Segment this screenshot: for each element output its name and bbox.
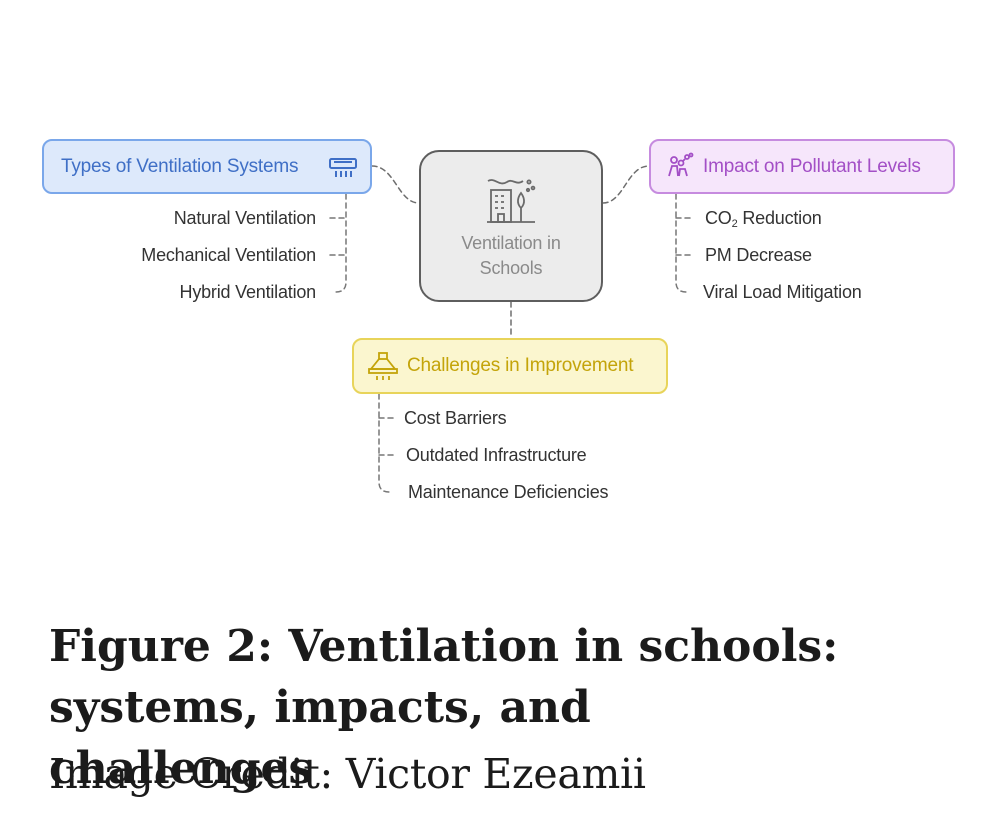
- leaf-co2-suffix: Reduction: [737, 208, 822, 228]
- mind-map: Types of Ventilation Systems Impact on P…: [42, 139, 955, 502]
- leaf-hybrid-ventilation: Hybrid Ventilation: [179, 282, 317, 302]
- node-impact-label: Impact on Pollutant Levels: [703, 155, 921, 177]
- node-challenges-in-improvement: Challenges in Improvement: [352, 338, 668, 394]
- leaf-co2-prefix: CO: [705, 208, 732, 228]
- node-types-label: Types of Ventilation Systems: [61, 155, 299, 177]
- leaf-co2-subscript: 2: [731, 218, 738, 230]
- node-types-of-ventilation-systems: Types of Ventilation Systems: [42, 139, 372, 194]
- exhaust-hood-icon: [367, 351, 399, 389]
- leaf-maintenance-deficiencies: Maintenance Deficiencies: [408, 482, 609, 502]
- leaf-co2-reduction: CO2 Reduction: [705, 207, 822, 235]
- figure-caption-title: Figure 2: Ventilation in schools: system…: [49, 616, 869, 799]
- connector-types-center: [371, 165, 420, 204]
- air-vent-icon: [328, 156, 358, 186]
- connector-impact-items: [675, 193, 693, 293]
- node-ventilation-in-schools: Ventilation in Schools: [419, 150, 603, 302]
- connector-challenges-items: [378, 393, 396, 493]
- figure-caption-text: Figure 2: Ventilation in schools: system…: [49, 621, 839, 794]
- image-credit: Image Credit: Victor Ezeamii: [49, 750, 646, 798]
- leaf-natural-ventilation: Natural Ventilation: [173, 208, 316, 228]
- leaf-pm-decrease: PM Decrease: [705, 245, 812, 265]
- people-molecules-icon: [665, 152, 695, 188]
- node-impact-on-pollutant-levels: Impact on Pollutant Levels: [649, 139, 955, 194]
- leaf-mechanical-ventilation: Mechanical Ventilation: [141, 245, 316, 265]
- leaf-outdated-infrastructure: Outdated Infrastructure: [406, 445, 587, 465]
- leaf-cost-barriers: Cost Barriers: [404, 408, 507, 428]
- leaf-viral-load-mitigation: Viral Load Mitigation: [703, 282, 862, 302]
- connector-types-items: [329, 193, 347, 293]
- center-label: Ventilation in Schools: [461, 233, 561, 278]
- connector-lines: [329, 165, 693, 493]
- connector-impact-center: [602, 165, 650, 204]
- building-air-icon: [485, 175, 539, 233]
- node-challenges-label: Challenges in Improvement: [407, 355, 634, 376]
